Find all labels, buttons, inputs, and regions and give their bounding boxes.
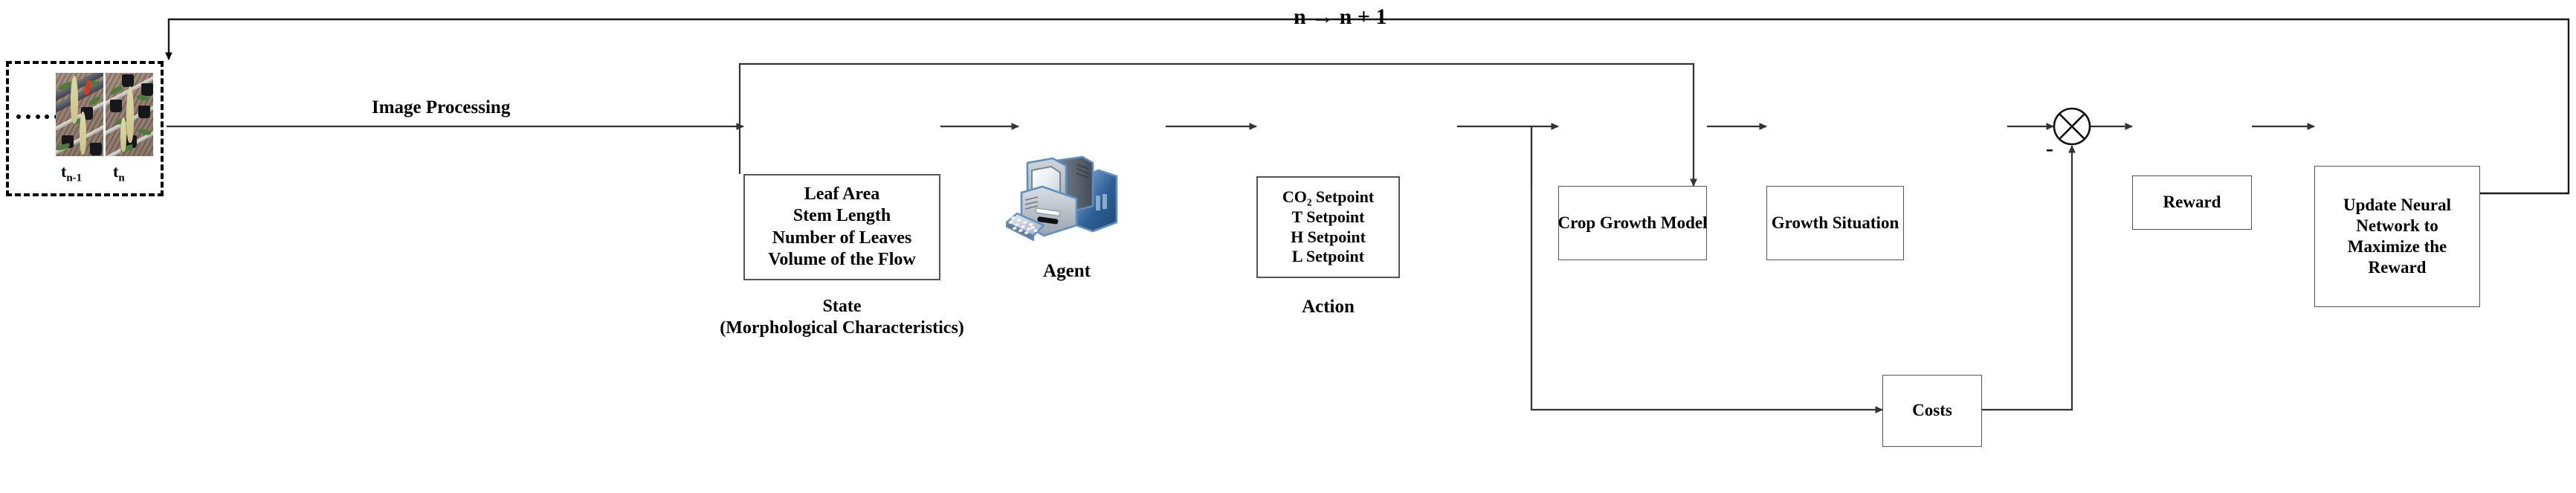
state-line-1: Leaf Area xyxy=(804,184,880,204)
update-network-line-1: Update Neural xyxy=(2343,195,2452,214)
summing-junction-symbol xyxy=(2053,107,2091,146)
agent-computer-icon xyxy=(1005,154,1132,254)
loop-counter-label: n → n + 1 xyxy=(1294,4,1387,29)
costs-block: Costs xyxy=(1882,375,1982,447)
summing-junction-minus-label: - xyxy=(2046,136,2053,161)
frame-time-label-current: tn xyxy=(113,162,125,184)
costs-label: Costs xyxy=(1912,401,1952,420)
action-line-2: T Setpoint xyxy=(1291,207,1365,226)
action-line-4: L Setpoint xyxy=(1291,247,1365,266)
plant-photo-pair xyxy=(56,73,153,156)
state-line-2: Stem Length xyxy=(793,206,891,226)
image-processing-label: Image Processing xyxy=(372,97,511,117)
state-line-4: Volume of the Flow xyxy=(768,249,916,269)
reward-label: Reward xyxy=(2163,193,2221,212)
action-line-1: CO₂ Setpoint xyxy=(1282,187,1375,206)
state-line-3: Number of Leaves xyxy=(772,228,912,248)
growth-situation-block: Growth Situation xyxy=(1766,186,1904,260)
growth-situation-label: Growth Situation xyxy=(1771,213,1899,232)
reward-block: Reward xyxy=(2132,175,2252,230)
action-caption: Action xyxy=(1302,297,1355,317)
crop-growth-model-block: Crop Growth Model xyxy=(1557,186,1708,260)
plant-photo-tn-1 xyxy=(56,73,103,156)
state-block: Leaf Area Stem Length Number of Leaves V… xyxy=(743,174,940,280)
state-caption: State (Morphological Characteristics) xyxy=(691,296,992,339)
agent-caption: Agent xyxy=(1043,261,1091,281)
update-network-line-3: Maximize the xyxy=(2347,237,2447,256)
frame-time-label-prev: tn-1 xyxy=(61,162,83,184)
plant-photo-tn xyxy=(106,73,153,156)
state-caption-line-1: State xyxy=(822,297,862,316)
update-network-line-4: Reward xyxy=(2368,258,2427,277)
update-network-block: Update Neural Network to Maximize the Re… xyxy=(2314,166,2480,307)
crop-growth-model-label: Crop Growth Model xyxy=(1557,213,1708,232)
update-network-line-2: Network to xyxy=(2356,216,2438,235)
action-line-3: H Setpoint xyxy=(1291,227,1366,246)
action-block: CO₂ Setpoint T Setpoint H Setpoint L Set… xyxy=(1256,176,1400,278)
state-caption-line-2: (Morphological Characteristics) xyxy=(720,318,964,338)
